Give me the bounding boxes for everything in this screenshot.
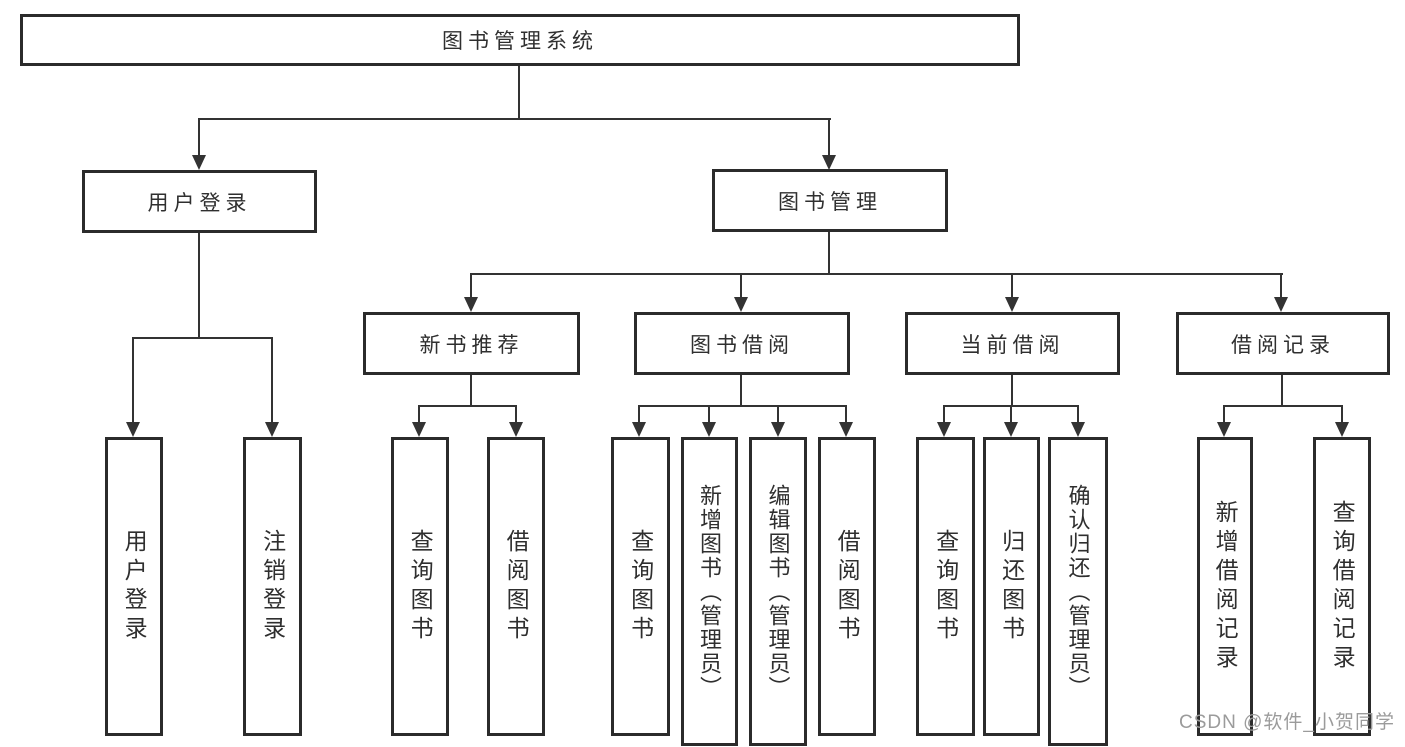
connector-newbook-horizontal [418, 405, 517, 407]
node-leaf-return-books: 归还图书 [983, 437, 1040, 736]
arrow-down-icon [1335, 422, 1349, 437]
node-label: 编辑图书（管理员） [765, 483, 791, 700]
node-current-borrowing: 当前借阅 [905, 312, 1120, 375]
node-label: 图书管理系统 [442, 30, 598, 53]
node-leaf-query-books-recommend: 查询图书 [391, 437, 449, 736]
node-leaf-confirm-return-admin: 确认归还（管理员） [1048, 437, 1108, 746]
arrow-down-icon [412, 422, 426, 437]
node-user-login: 用户登录 [82, 170, 317, 233]
node-leaf-logout: 注销登录 [243, 437, 302, 736]
connector-line [198, 118, 200, 156]
arrow-down-icon [734, 297, 748, 312]
node-label: 借阅记录 [1231, 333, 1335, 357]
node-leaf-borrow-books-borrowing: 借阅图书 [818, 437, 876, 736]
arrow-down-icon [192, 155, 206, 170]
connector-line [515, 405, 517, 424]
node-label: 图书借阅 [690, 333, 794, 357]
node-label: 借阅图书 [503, 528, 530, 645]
node-leaf-borrow-books-recommend: 借阅图书 [487, 437, 545, 736]
connector-borrowrecords-vertical [1281, 375, 1283, 407]
node-leaf-add-borrow-record: 新增借阅记录 [1197, 437, 1253, 736]
node-label: 查询图书 [932, 528, 959, 645]
connector-line [777, 405, 779, 424]
connector-line [132, 337, 134, 423]
arrow-down-icon [771, 422, 785, 437]
node-label: 图书管理 [778, 190, 882, 214]
connector-line [740, 273, 742, 299]
connector-line [828, 118, 830, 156]
node-library-system: 图书管理系统 [20, 14, 1020, 66]
connector-line [418, 405, 420, 424]
arrow-down-icon [1071, 422, 1085, 437]
connector-line [1341, 405, 1343, 424]
connector-line [470, 273, 472, 299]
arrow-down-icon [1005, 297, 1019, 312]
node-book-management: 图书管理 [712, 169, 948, 232]
arrow-down-icon [632, 422, 646, 437]
node-label: 用户登录 [121, 528, 148, 645]
node-label: 新书推荐 [419, 333, 524, 357]
node-borrow-records: 借阅记录 [1176, 312, 1390, 375]
node-new-book-recommend: 新书推荐 [363, 312, 580, 375]
connector-bookborrow-vertical [740, 375, 742, 407]
connector-line [1010, 405, 1012, 424]
connector-bookmgmt-horizontal [470, 273, 1283, 275]
connector-line [1280, 273, 1282, 299]
arrow-down-icon [822, 155, 836, 170]
connector-borrowrecords-horizontal [1223, 405, 1343, 407]
connector-line [845, 405, 847, 424]
node-leaf-query-books-current: 查询图书 [916, 437, 975, 736]
arrow-down-icon [509, 422, 523, 437]
node-leaf-query-books-borrowing: 查询图书 [611, 437, 670, 736]
connector-userlogin-vertical [198, 233, 200, 338]
connector-line [1223, 405, 1225, 424]
node-label: 查询图书 [627, 528, 654, 645]
connector-line [271, 337, 273, 423]
node-label: 查询借阅记录 [1329, 499, 1356, 674]
connector-line [638, 405, 640, 424]
watermark-text: CSDN @软件_小贺同学 [1179, 712, 1395, 733]
arrow-down-icon [1004, 422, 1018, 437]
connector-bookborrow-horizontal [638, 405, 847, 407]
connector-line [708, 405, 710, 424]
arrow-down-icon [265, 422, 279, 437]
node-leaf-user-login: 用户登录 [105, 437, 163, 736]
connector-line [1011, 273, 1013, 299]
node-leaf-add-books-admin: 新增图书（管理员） [681, 437, 738, 746]
node-leaf-edit-books-admin: 编辑图书（管理员） [749, 437, 807, 746]
node-label: 用户登录 [147, 191, 252, 215]
arrow-down-icon [937, 422, 951, 437]
connector-userlogin-horizontal [132, 337, 273, 339]
arrow-down-icon [1217, 422, 1231, 437]
connector-root-horizontal [198, 118, 831, 120]
node-label: 新增借阅记录 [1212, 499, 1239, 674]
arrow-down-icon [839, 422, 853, 437]
node-label: 归还图书 [998, 528, 1025, 645]
connector-newbook-vertical [470, 375, 472, 407]
node-label: 新增图书（管理员） [697, 483, 723, 700]
node-label: 当前借阅 [960, 333, 1065, 357]
node-label: 借阅图书 [834, 528, 861, 645]
node-leaf-query-borrow-record: 查询借阅记录 [1313, 437, 1371, 736]
arrow-down-icon [126, 422, 140, 437]
node-label: 注销登录 [259, 528, 286, 645]
connector-line [1077, 405, 1079, 424]
connector-currentborrow-vertical [1011, 375, 1013, 407]
arrow-down-icon [702, 422, 716, 437]
node-book-borrowing: 图书借阅 [634, 312, 850, 375]
node-label: 确认归还（管理员） [1065, 483, 1091, 700]
connector-bookmgmt-vertical [828, 232, 830, 274]
connector-root-vertical [518, 66, 520, 119]
arrow-down-icon [464, 297, 478, 312]
connector-line [943, 405, 945, 424]
node-label: 查询图书 [407, 528, 434, 645]
arrow-down-icon [1274, 297, 1288, 312]
